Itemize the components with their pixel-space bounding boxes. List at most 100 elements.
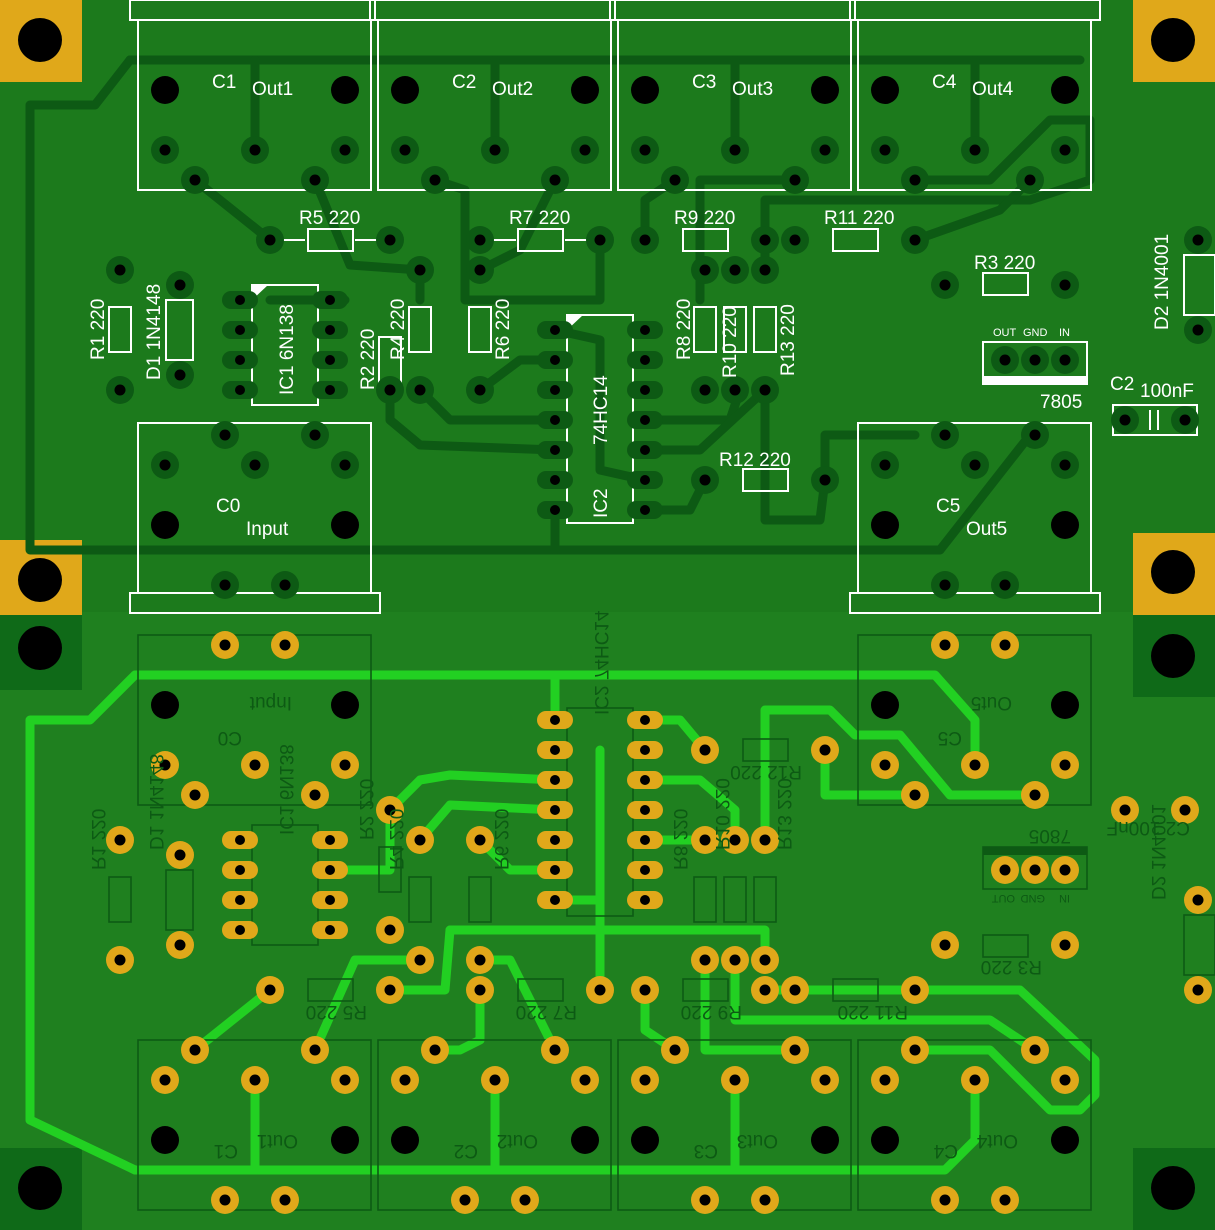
pad-drill [325, 895, 335, 905]
pad-drill [939, 579, 951, 591]
pad-drill [759, 384, 771, 396]
pad-drill [325, 835, 335, 845]
pad-drill [519, 1194, 531, 1206]
pad-drill [759, 234, 771, 246]
r6-ref: R6 [493, 336, 514, 360]
bot-c3-ref: C3 [694, 1140, 718, 1161]
svg-text:R13 220: R13 220 [778, 304, 799, 376]
r7-value: 220 [539, 208, 571, 229]
bot-c2-label: C2 100nF [1107, 817, 1190, 838]
pad-drill [249, 759, 261, 771]
bot-d1-label: D1 1N4148 [145, 754, 166, 850]
pad-drill [699, 264, 711, 276]
bot-c4-label: Out4 [976, 1130, 1018, 1151]
pad-drill [550, 775, 560, 785]
mount-hole [871, 511, 899, 539]
pad-drill [759, 954, 771, 966]
pad-drill [235, 325, 245, 335]
pad-drill [549, 1044, 561, 1056]
regulator-part: 7805 [1040, 392, 1082, 413]
mount-hole [151, 691, 179, 719]
pad-drill [909, 234, 921, 246]
bot-reg-label: 7805 [1029, 825, 1071, 846]
pad-drill [819, 744, 831, 756]
mount-hole [151, 1126, 179, 1154]
pad-drill [550, 355, 560, 365]
bot-r5-label: R5 220 [306, 1001, 367, 1022]
c3-ref: C3 [692, 72, 716, 93]
pad-drill [594, 234, 606, 246]
pad-drill [640, 775, 650, 785]
pad-drill [325, 325, 335, 335]
pad-drill [909, 1044, 921, 1056]
pad-drill [174, 279, 186, 291]
svg-text:R1 220: R1 220 [88, 299, 109, 360]
bot-c3-label: Out3 [737, 1130, 778, 1151]
pad-drill [939, 1194, 951, 1206]
mount-hole [1051, 1126, 1079, 1154]
pad-drill [1029, 864, 1041, 876]
pad-drill [414, 264, 426, 276]
mount-hole [871, 691, 899, 719]
pad-drill [309, 1044, 321, 1056]
pad-drill [339, 1074, 351, 1086]
pad-drill [1029, 354, 1041, 366]
pad-drill [939, 639, 951, 651]
mount-hole [391, 76, 419, 104]
pad-drill [279, 1194, 291, 1206]
pad-drill [114, 954, 126, 966]
pad-drill [999, 1194, 1011, 1206]
r2-value: 220 [358, 329, 379, 361]
r1-value: 220 [88, 299, 109, 331]
pad-drill [159, 144, 171, 156]
pad-drill [174, 369, 186, 381]
ic2-ref: IC2 [591, 488, 612, 518]
pad-drill [235, 355, 245, 365]
pad-drill [114, 264, 126, 276]
pad-drill [474, 834, 486, 846]
bot-r8-label: R8 220 [669, 809, 690, 870]
pad-drill [235, 835, 245, 845]
d2-ref: D2 [1152, 306, 1173, 330]
bot-c1-ref: C1 [214, 1140, 238, 1161]
svg-text:IC1 6N138: IC1 6N138 [277, 304, 298, 395]
top-silkscreen [108, 0, 1215, 614]
pad-drill [114, 384, 126, 396]
pad-drill [1192, 324, 1204, 336]
r2-ref: R2 [358, 366, 379, 390]
pad-drill [640, 715, 650, 725]
pad-drill [249, 459, 261, 471]
pad-drill [669, 174, 681, 186]
pad-drill [159, 759, 171, 771]
pad-drill [1192, 234, 1204, 246]
r11-ref: R11 [824, 208, 857, 229]
pad-drill [384, 924, 396, 936]
bot-ic2-label: IC2 74HC14 [590, 610, 611, 715]
pad-drill [669, 1044, 681, 1056]
pad-drill [1059, 1074, 1071, 1086]
pad-drill [339, 459, 351, 471]
svg-text:R7 220: R7 220 [509, 208, 570, 229]
svg-text:R6 220: R6 220 [493, 299, 514, 360]
pad-drill [414, 384, 426, 396]
pad-drill [550, 865, 560, 875]
pad-drill [699, 834, 711, 846]
svg-text:R3 220: R3 220 [974, 253, 1035, 274]
pad-drill [1179, 804, 1191, 816]
mount-hole [1051, 511, 1079, 539]
pad-drill [939, 429, 951, 441]
pad-drill [219, 1194, 231, 1206]
pad-drill [264, 984, 276, 996]
pad-drill [1192, 984, 1204, 996]
pad-drill [474, 954, 486, 966]
pad-drill [1059, 354, 1071, 366]
bot-ic1-label: IC1 6N138 [275, 744, 296, 835]
pad-drill [699, 954, 711, 966]
pad-drill [489, 144, 501, 156]
bot-pin-in: IN [1059, 892, 1070, 904]
c3-label: Out3 [732, 79, 773, 100]
mount-hole [331, 1126, 359, 1154]
pad-drill [1029, 789, 1041, 801]
pad-drill [640, 475, 650, 485]
